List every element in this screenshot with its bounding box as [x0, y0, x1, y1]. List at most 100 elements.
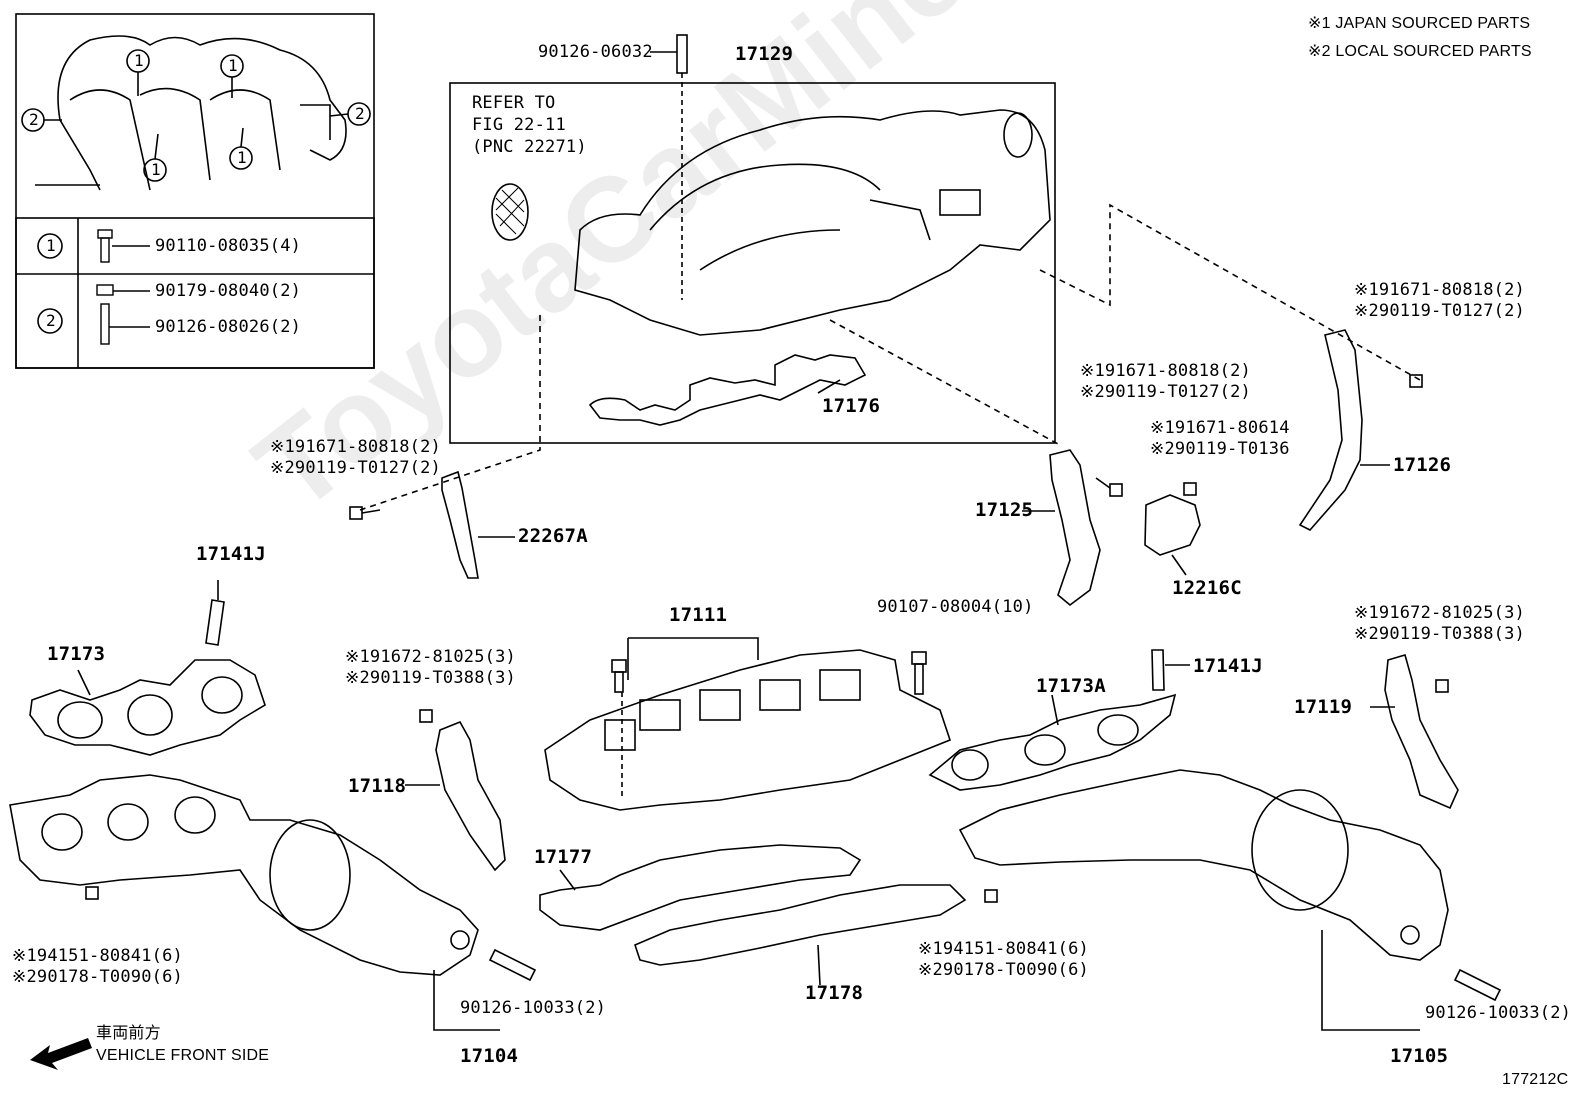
gasket-17177	[539, 844, 862, 931]
part-17126: 17126	[1393, 454, 1452, 476]
throttle-gasket-mesh	[495, 187, 525, 235]
flange-hole-17104	[450, 930, 470, 950]
exhaust-manifold-17104	[9, 774, 479, 976]
stud-17141J-left	[205, 580, 225, 646]
gasket-17173A-port1	[951, 749, 989, 781]
intake-port-pad	[939, 189, 981, 216]
fastener-mid-right-1: ※191671-80818(2)	[1080, 361, 1251, 381]
stud-bolt-icon	[100, 303, 150, 345]
manifold-17111-port5	[604, 719, 636, 751]
note-japan-sourced: ※1 JAPAN SOURCED PARTS	[1308, 15, 1531, 32]
fastener-right-upper-2: ※290119-T0127(2)	[1354, 301, 1525, 321]
exhaust-17104-port1	[41, 813, 83, 851]
bolt-right-upper	[1409, 374, 1423, 388]
inset-manifold-outline	[57, 35, 347, 161]
manifold-17111-port2	[699, 689, 741, 721]
bracket-17125	[1049, 449, 1101, 607]
fastener-bottom-mid-2: ※290178-T0090(6)	[918, 960, 1089, 980]
manifold-17111-port1	[639, 699, 681, 731]
fastener-right-mid-1: ※191672-81025(3)	[1354, 603, 1525, 623]
inset-callout-label: 1	[237, 148, 247, 167]
inset-flange	[59, 104, 331, 191]
part-90126-10033-right: 90126-10033(2)	[1425, 1003, 1572, 1023]
inset-callout-1a	[126, 49, 150, 96]
inset-callout-2b	[329, 102, 371, 126]
inset-callout-label: 1	[134, 51, 144, 70]
inset-frame	[15, 13, 375, 369]
gasket-17173	[29, 659, 266, 756]
catalyst-17105	[1251, 789, 1349, 911]
bracket-17118	[435, 720, 506, 872]
part-90126-06032: 90126-06032	[538, 42, 653, 62]
gasket-17173-port3	[201, 676, 243, 714]
vehicle-front-arrow-icon	[30, 1038, 92, 1070]
gasket-17173-port1	[57, 701, 103, 739]
fastener-bottom-mid-1: ※194151-80841(6)	[918, 939, 1089, 959]
throttle-gasket	[491, 183, 529, 241]
inset-callout-2a	[21, 108, 62, 132]
fastener-left-upper-2: ※290119-T0127(2)	[270, 458, 441, 478]
inset-callout-label: 1	[228, 56, 238, 75]
manifold-17111-port3	[759, 679, 801, 711]
manifold-17111	[544, 649, 951, 811]
vehicle-front-en: VEHICLE FRONT SIDE	[96, 1047, 270, 1064]
gasket-17173A-port3	[1097, 714, 1139, 746]
part-17111: 17111	[669, 604, 728, 626]
bracket-22267A	[441, 470, 479, 579]
part-17141J-left: 17141J	[196, 543, 266, 565]
part-17178: 17178	[805, 982, 864, 1004]
exhaust-manifold-17105	[958, 769, 1449, 961]
flange-nut-icon	[96, 284, 150, 296]
stud-90126-10033-right	[1453, 968, 1502, 1002]
stud-17141J-right	[1151, 649, 1165, 691]
intake-manifold-details	[649, 163, 931, 271]
part-17129: 17129	[735, 43, 794, 65]
exhaust-17104-port3	[174, 796, 216, 834]
bolt-icon	[97, 229, 150, 263]
inset-callout-label: 2	[29, 110, 39, 129]
part-17104: 17104	[460, 1045, 519, 1067]
bolt-center-left	[419, 709, 433, 723]
part-90126-10033-left: 90126-10033(2)	[460, 998, 607, 1018]
nut-bottom-mid	[984, 889, 998, 903]
leader-17104	[433, 970, 500, 1031]
gasket-17173A-port2	[1024, 734, 1066, 766]
part-17118: 17118	[348, 775, 407, 797]
bolt-right-mid	[1435, 679, 1449, 693]
dashed-align-right	[1039, 203, 1421, 381]
catalyst-17104	[269, 819, 351, 931]
part-17119: 17119	[1294, 696, 1353, 718]
leader-17105	[1321, 930, 1420, 1031]
legend-part-90126-08026: 90126-08026(2)	[155, 317, 302, 337]
reference-line1: REFER TO	[472, 93, 556, 113]
leader-17176	[817, 379, 841, 394]
bolt-left-upper	[349, 506, 381, 520]
leader-12216C	[1171, 554, 1187, 576]
leader-17111	[627, 637, 759, 680]
bracket-17126	[1298, 329, 1363, 531]
stud-90126-10033-left	[488, 948, 537, 982]
part-17105: 17105	[1390, 1045, 1449, 1067]
inset-callout-label: 2	[355, 104, 365, 123]
exhaust-17104-port2	[107, 803, 149, 841]
fastener-mid-right-b-1: ※191671-80614	[1150, 418, 1290, 438]
gasket-17173A	[928, 693, 1177, 791]
part-17177: 17177	[534, 846, 593, 868]
leader-17178	[817, 944, 821, 986]
bolt-mid-right-b	[1183, 482, 1197, 496]
fastener-right-upper-1: ※191671-80818(2)	[1354, 280, 1525, 300]
legend-key-2-circle	[37, 308, 63, 334]
inset-callout-1c	[143, 133, 167, 182]
gasket-17173-port2	[127, 694, 173, 736]
reference-line2: FIG 22-11	[472, 115, 566, 135]
bolt-17111	[611, 659, 627, 693]
gasket-17178	[634, 884, 967, 966]
part-12216C: 12216C	[1172, 577, 1242, 599]
inset-runners	[69, 87, 281, 191]
inset-callout-1b	[220, 54, 244, 98]
leader-17173A	[1051, 694, 1059, 726]
bracket-17119	[1384, 654, 1459, 810]
bracket-12216C	[1144, 494, 1201, 556]
